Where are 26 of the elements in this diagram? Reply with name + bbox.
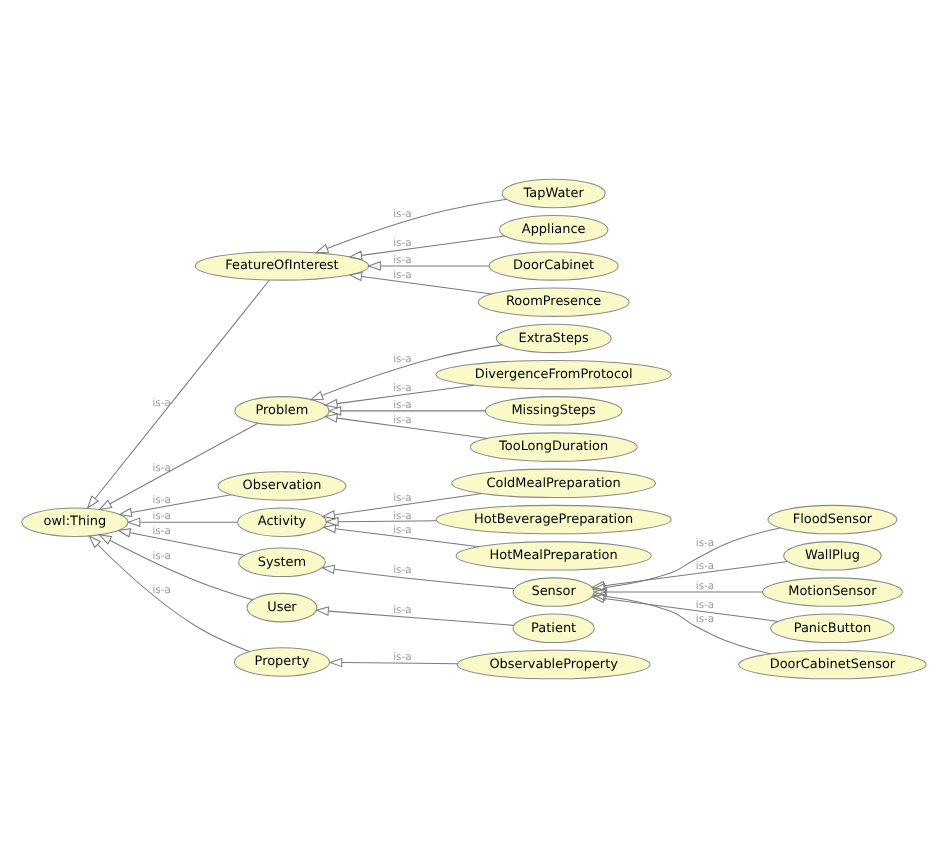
arrow (323, 413, 489, 439)
arrow (593, 587, 764, 597)
arrow (126, 517, 238, 527)
arrow (321, 493, 483, 520)
arrow (590, 561, 788, 591)
arrow (320, 564, 515, 590)
arrow (348, 235, 506, 261)
arrow (590, 593, 779, 622)
arrow (367, 261, 490, 271)
arrow (324, 516, 437, 527)
arrow (327, 406, 487, 416)
arrow (328, 657, 458, 668)
arrow (315, 606, 515, 626)
arrow (323, 384, 475, 409)
arrow (98, 422, 259, 511)
arrow (118, 494, 232, 518)
arrow (348, 271, 493, 295)
arrow (116, 528, 245, 556)
arrow (88, 535, 250, 652)
arrow (98, 534, 254, 601)
arrow (314, 198, 508, 254)
arrow (592, 591, 771, 655)
arrow (591, 527, 781, 593)
arrow (309, 344, 503, 401)
arrow (322, 524, 480, 548)
arrow (86, 279, 270, 509)
